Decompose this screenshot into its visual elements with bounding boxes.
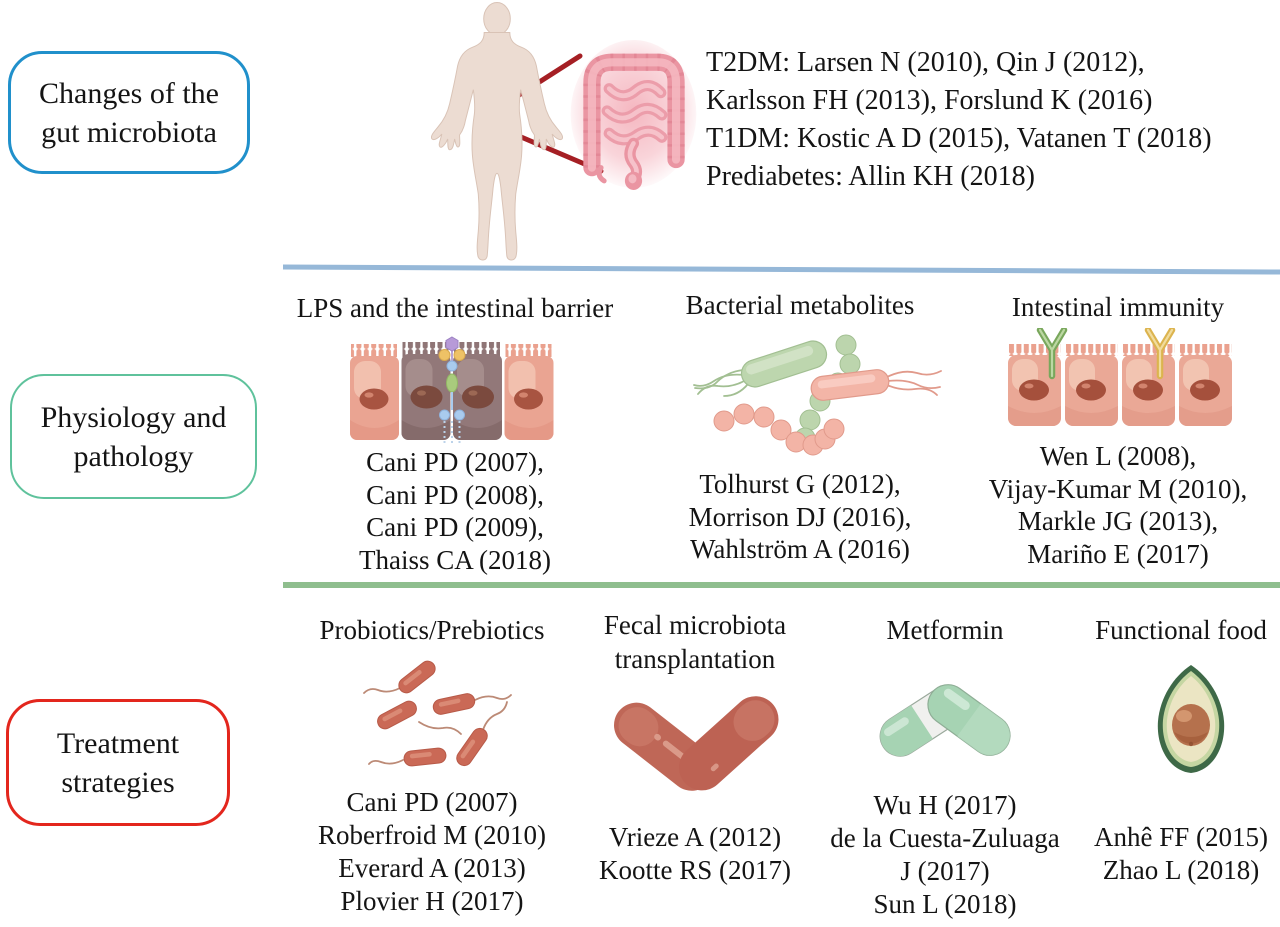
- citation-list-fmt: Vrieze A (2012) Kootte RS (2017): [535, 821, 855, 887]
- immune-epithelium-icon: [1008, 328, 1232, 426]
- column-title-probiotics: Probiotics/Prebiotics: [319, 615, 545, 645]
- citation: T1DM: Kostic A D (2015), Vatanen T (2018…: [706, 123, 1212, 154]
- citation: Kootte RS (2017): [599, 855, 791, 885]
- citation: Prediabetes: Allin KH (2018): [706, 161, 1035, 192]
- metformin-capsules-icon: [879, 684, 1011, 757]
- row1-citation-list: T2DM: Larsen N (2010), Qin J (2012), Kar…: [706, 44, 1271, 196]
- citation: Wen L (2008),: [1039, 441, 1197, 471]
- fecal-capsule-icon: [614, 696, 779, 791]
- human-body-icon: [431, 2, 563, 261]
- row-label-line: Treatment: [56, 726, 180, 760]
- row-label-line: strategies: [61, 765, 175, 799]
- citation: Roberfroid M (2010): [318, 820, 546, 850]
- citation: Karlsson FH (2013), Forslund K (2016): [706, 85, 1153, 116]
- citation: Cani PD (2009),: [366, 512, 544, 542]
- row-label-line: Physiology and: [40, 400, 227, 434]
- bacteria-icon: [693, 334, 942, 456]
- citation: Markle JG (2013),: [1017, 506, 1219, 536]
- citation: Anhê FF (2015): [1094, 822, 1268, 852]
- column-title-immunity: Intestinal immunity: [1011, 292, 1225, 322]
- row-label-line: pathology: [73, 439, 194, 473]
- intestinal-barrier-icon: [350, 336, 554, 443]
- intestine-icon: [570, 40, 697, 190]
- citation: Sun L (2018): [873, 889, 1017, 919]
- citation-list-immunity: Wen L (2008), Vijay-Kumar M (2010), Mark…: [958, 440, 1278, 570]
- citation: Zhao L (2018): [1102, 855, 1260, 885]
- column-title-metabolites: Bacterial metabolites: [685, 290, 915, 320]
- citation: T2DM: Larsen N (2010), Qin J (2012),: [706, 47, 1145, 78]
- citation: Everard A (2013): [338, 853, 526, 883]
- citation: Morrison DJ (2016),: [688, 501, 912, 532]
- column-title-fmt: Fecal microbiota transplantation: [535, 609, 855, 676]
- green-antibody-icon: [1036, 328, 1068, 380]
- row-label-line: Changes of the: [39, 76, 219, 110]
- row-label-gut-microbiota: Changes of the gut microbiota: [8, 51, 250, 174]
- citation: Cani PD (2007),: [366, 447, 544, 477]
- citation: Vijay-Kumar M (2010),: [988, 473, 1248, 504]
- citation: Thaiss CA (2018): [359, 544, 551, 575]
- column-title-line: Fecal microbiota: [603, 610, 787, 640]
- citation: Vrieze A (2012): [608, 822, 782, 852]
- column-title-functional-food: Functional food: [1095, 615, 1267, 645]
- citation-list-functional-food: Anhê FF (2015) Zhao L (2018): [1021, 821, 1280, 887]
- row-label-line: gut microbiota: [41, 115, 217, 149]
- citation-list-probiotics: Cani PD (2007) Roberfroid M (2010) Evera…: [272, 786, 592, 918]
- citation-list-lps: Cani PD (2007), Cani PD (2008), Cani PD …: [295, 446, 615, 576]
- citation: de la Cuesta-Zuluaga: [830, 823, 1060, 853]
- citation-list-metformin: Wu H (2017) de la Cuesta-Zuluaga J (2017…: [785, 789, 1105, 921]
- citation: Cani PD (2008),: [366, 479, 544, 510]
- citation: Wahlström A (2016): [690, 534, 910, 564]
- citation: Plovier H (2017): [340, 886, 524, 916]
- column-title-lps: LPS and the intestinal barrier: [296, 293, 614, 323]
- row-label-treatment: Treatment strategies: [6, 699, 230, 826]
- citation: Tolhurst G (2012),: [699, 469, 901, 499]
- lps-signal-icon: [438, 336, 466, 443]
- citation: Cani PD (2007): [346, 787, 518, 817]
- citation-list-metabolites: Tolhurst G (2012), Morrison DJ (2016), W…: [640, 468, 960, 566]
- row-label-physiology: Physiology and pathology: [10, 374, 257, 499]
- yellow-antibody-icon: [1144, 328, 1176, 380]
- avocado-icon: [1157, 665, 1225, 773]
- column-title-metformin: Metformin: [886, 615, 1004, 645]
- citation: J (2017): [900, 856, 990, 886]
- column-title-line: transplantation: [614, 643, 776, 674]
- citation: Mariño E (2017): [1027, 538, 1209, 569]
- probiotic-bacteria-icon: [363, 660, 512, 767]
- citation: Wu H (2017): [873, 790, 1017, 820]
